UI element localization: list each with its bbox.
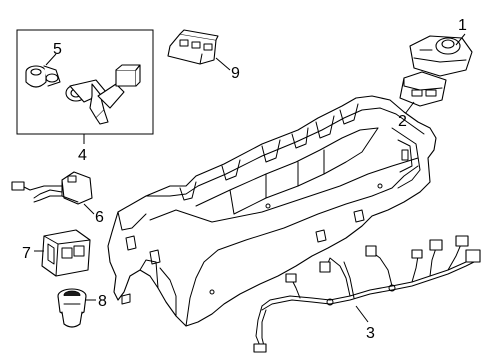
leader-5	[45, 53, 57, 66]
console-body	[107, 95, 437, 327]
part-4-ignition-switch	[65, 64, 141, 125]
part-8-power-outlet	[57, 288, 87, 328]
leader-6	[83, 203, 95, 215]
callout-7: 7	[22, 245, 31, 262]
part-2-bracket	[399, 71, 447, 107]
callout-6: 6	[95, 209, 104, 226]
leader-1	[455, 33, 466, 46]
callout-1: 1	[458, 17, 467, 34]
inset-box-assembly-4	[16, 29, 154, 144]
callout-2: 2	[398, 113, 407, 130]
callout-8: 8	[98, 293, 107, 310]
part-3-wiring-harness	[253, 235, 481, 353]
callout-4: 4	[78, 147, 87, 164]
part-7-module	[41, 229, 91, 277]
part-6-switch-pigtail	[11, 171, 93, 205]
part-5-lock-cylinder	[25, 65, 61, 88]
leader-2	[404, 101, 415, 115]
leader-9	[215, 57, 231, 71]
callout-3: 3	[366, 325, 375, 342]
callout-9: 9	[231, 65, 240, 82]
callout-5: 5	[53, 41, 62, 58]
part-1-shifter-base	[409, 35, 473, 77]
leader-3	[355, 305, 369, 323]
part-9-switch-module	[167, 29, 219, 65]
